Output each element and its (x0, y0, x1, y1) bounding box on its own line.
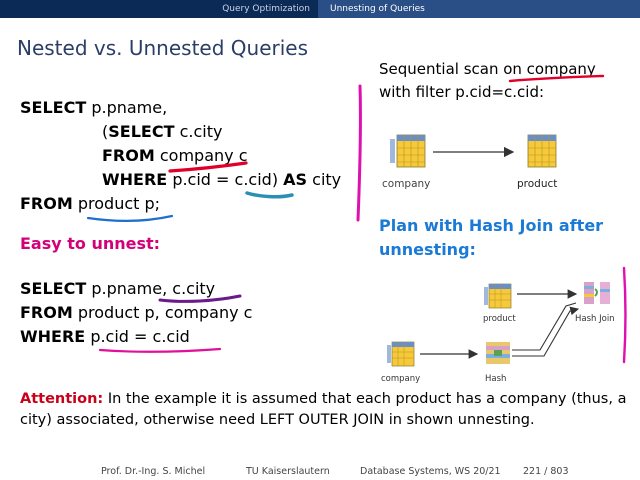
seq-scan-line1: Sequential scan on company (379, 60, 596, 78)
attention-label: Attention: (20, 391, 104, 407)
plan2-product-label: product (483, 314, 516, 324)
plan1-product-label: product (517, 178, 557, 190)
plan-title-line2: unnesting: (379, 240, 476, 259)
query1-line5: FROM product p; (20, 194, 161, 213)
query1-line4: WHERE p.cid = c.cid) AS city (102, 170, 342, 189)
nav-query-optimization[interactable]: Query Optimization (222, 4, 310, 14)
plan2-product-table-icon (484, 283, 512, 309)
query2-line3: WHERE p.cid = c.cid (20, 327, 190, 346)
plan2-hash-label: Hash (485, 374, 506, 384)
easy-to-unnest-label: Easy to unnest: (20, 234, 161, 253)
footer-university: TU Kaiserslautern (246, 466, 330, 477)
query2-line1: SELECT p.pname, c.city (20, 279, 216, 298)
query1-line2: (SELECT c.city (102, 122, 223, 141)
hash-icon (486, 342, 510, 364)
plan2-company-table-icon (387, 341, 415, 367)
plan1-company-table-icon (390, 134, 426, 168)
slide-title: Nested vs. Unnested Queries (17, 36, 308, 60)
plan2-hash-to-join-arrow-icon (512, 306, 580, 357)
plan2-hash-to-join-line (512, 302, 577, 351)
attention-text: In the example it is assumed that each p… (20, 391, 627, 428)
attention-note: Attention: In the example it is assumed … (20, 389, 628, 431)
query1-line3: FROM company c (102, 146, 248, 165)
annotation-purple-underline-ccity (158, 294, 242, 303)
annotation-magenta-underline-where (98, 347, 222, 353)
plan2-company-label: company (381, 374, 420, 384)
footer-page: 221 / 803 (523, 466, 569, 477)
annotation-magenta-right-line (622, 266, 627, 364)
query1-line1: SELECT p.pname, (20, 98, 168, 117)
plan1-product-table-icon (527, 134, 557, 168)
plan2-hash-join-label: Hash Join (575, 314, 615, 324)
annotation-magenta-vertical-line (356, 84, 362, 222)
query2-line2: FROM product p, company c (20, 303, 253, 322)
footer-course: Database Systems, WS 20/21 (360, 466, 501, 477)
nav-unnesting-of-queries[interactable]: Unnesting of Queries (318, 0, 640, 18)
annotation-red-underline-company (168, 161, 248, 173)
annotation-red-underline-on-company (508, 74, 605, 83)
annotation-blue-underline-product (86, 214, 174, 222)
footer-author: Prof. Dr.-Ing. S. Michel (101, 466, 206, 477)
annotation-blue-underline-ccid (245, 191, 294, 199)
hash-join-icon (584, 282, 610, 304)
plan1-company-label: company (382, 178, 430, 190)
plan-title-line1: Plan with Hash Join after (379, 216, 604, 235)
seq-scan-line2: with filter p.cid=c.cid: (379, 83, 545, 101)
